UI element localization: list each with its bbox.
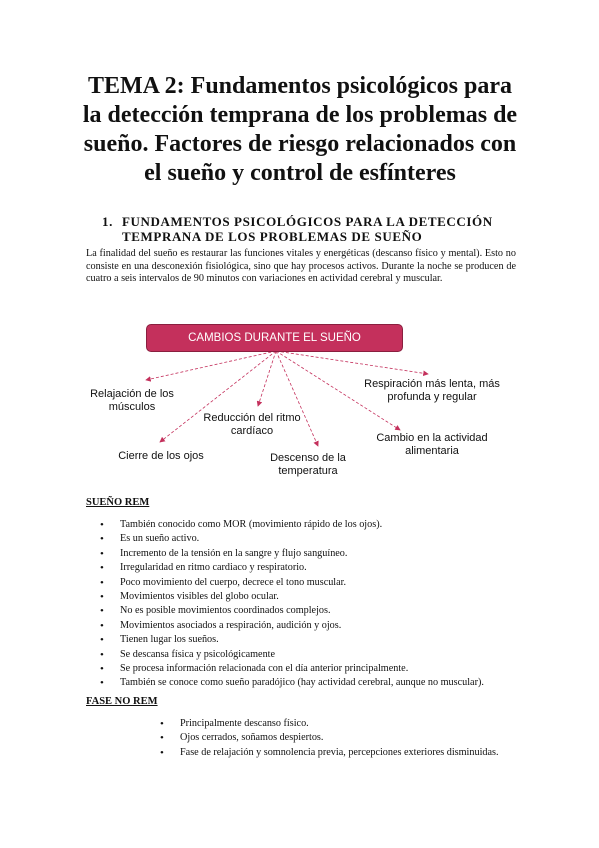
list-item: Poco movimiento del cuerpo, decrece el t…: [100, 576, 530, 591]
sleep-changes-diagram: CAMBIOS DURANTE EL SUEÑO Relajación de l…: [0, 318, 599, 488]
section-heading: 1. FUNDAMENTOS PSICOLÓGICOS PARA LA DETEC…: [102, 214, 522, 244]
node-descenso: Descenso de la temperatura: [270, 452, 346, 477]
list-item: Irregularidad en ritmo cardiaco y respir…: [100, 561, 530, 576]
arrow-respiracion: [275, 350, 429, 377]
intro-paragraph: La finalidad del sueño es restaurar las …: [86, 248, 516, 285]
norem-list: Principalmente descanso físico. Ojos cer…: [160, 717, 516, 761]
node-relajacion: Relajación de los músculos: [90, 388, 174, 413]
rem-heading: SUEÑO REM: [86, 497, 150, 508]
list-item: Se procesa información relacionada con e…: [100, 662, 530, 677]
list-item: No es posible movimientos coordinados co…: [100, 604, 530, 619]
title-line: sueño. Factores de riesgo relacionados c…: [83, 131, 517, 157]
node-cierre: Cierre de los ojos: [118, 450, 204, 462]
document-title: TEMA 2: Fundamentos psicológicos para la…: [60, 72, 540, 188]
title-line: la detección temprana de los problemas d…: [82, 102, 518, 128]
section-heading-line: TEMPRANA DE LOS PROBLEMAS DE SUEÑO: [122, 229, 423, 244]
arrow-descenso: [275, 350, 319, 447]
list-item: Se descansa física y psicológicamente: [100, 648, 530, 663]
arrow-cierre: [159, 350, 277, 443]
section-heading-line: FUNDAMENTOS PSICOLÓGICOS PARA LA DETECCI…: [122, 214, 493, 229]
list-item: También se conoce como sueño paradójico …: [100, 676, 530, 691]
list-item: Movimientos visibles del globo ocular.: [100, 590, 530, 605]
arrow-relajacion: [145, 350, 277, 382]
list-item: Tienen lugar los sueños.: [100, 633, 530, 648]
section-number: 1.: [102, 214, 113, 229]
node-cambio: Cambio en la actividad alimentaria: [376, 432, 488, 457]
list-item: También conocido como MOR (movimiento rá…: [100, 518, 530, 533]
list-item: Incremento de la tensión en la sangre y …: [100, 547, 530, 562]
rem-list: También conocido como MOR (movimiento rá…: [100, 518, 530, 691]
node-respiracion: Respiración más lenta, más profunda y re…: [364, 378, 500, 403]
title-line: el sueño y control de esfínteres: [144, 160, 456, 186]
norem-heading: FASE NO REM: [86, 696, 158, 707]
title-line: TEMA 2: Fundamentos psicológicos para: [87, 73, 513, 99]
arrow-reduccion: [256, 350, 277, 407]
list-item: Fase de relajación y somnolencia previa,…: [160, 746, 516, 761]
central-concept-box: CAMBIOS DURANTE EL SUEÑO: [146, 324, 403, 352]
list-item: Movimientos asociados a respiración, aud…: [100, 619, 530, 634]
arrow-cambio: [275, 350, 401, 431]
list-item: Principalmente descanso físico.: [160, 717, 516, 732]
node-reduccion: Reducción del ritmo cardíaco: [203, 412, 301, 437]
list-item: Es un sueño activo.: [100, 532, 530, 547]
list-item: Ojos cerrados, soñamos despiertos.: [160, 731, 516, 746]
diagram-arrows: [145, 350, 429, 447]
